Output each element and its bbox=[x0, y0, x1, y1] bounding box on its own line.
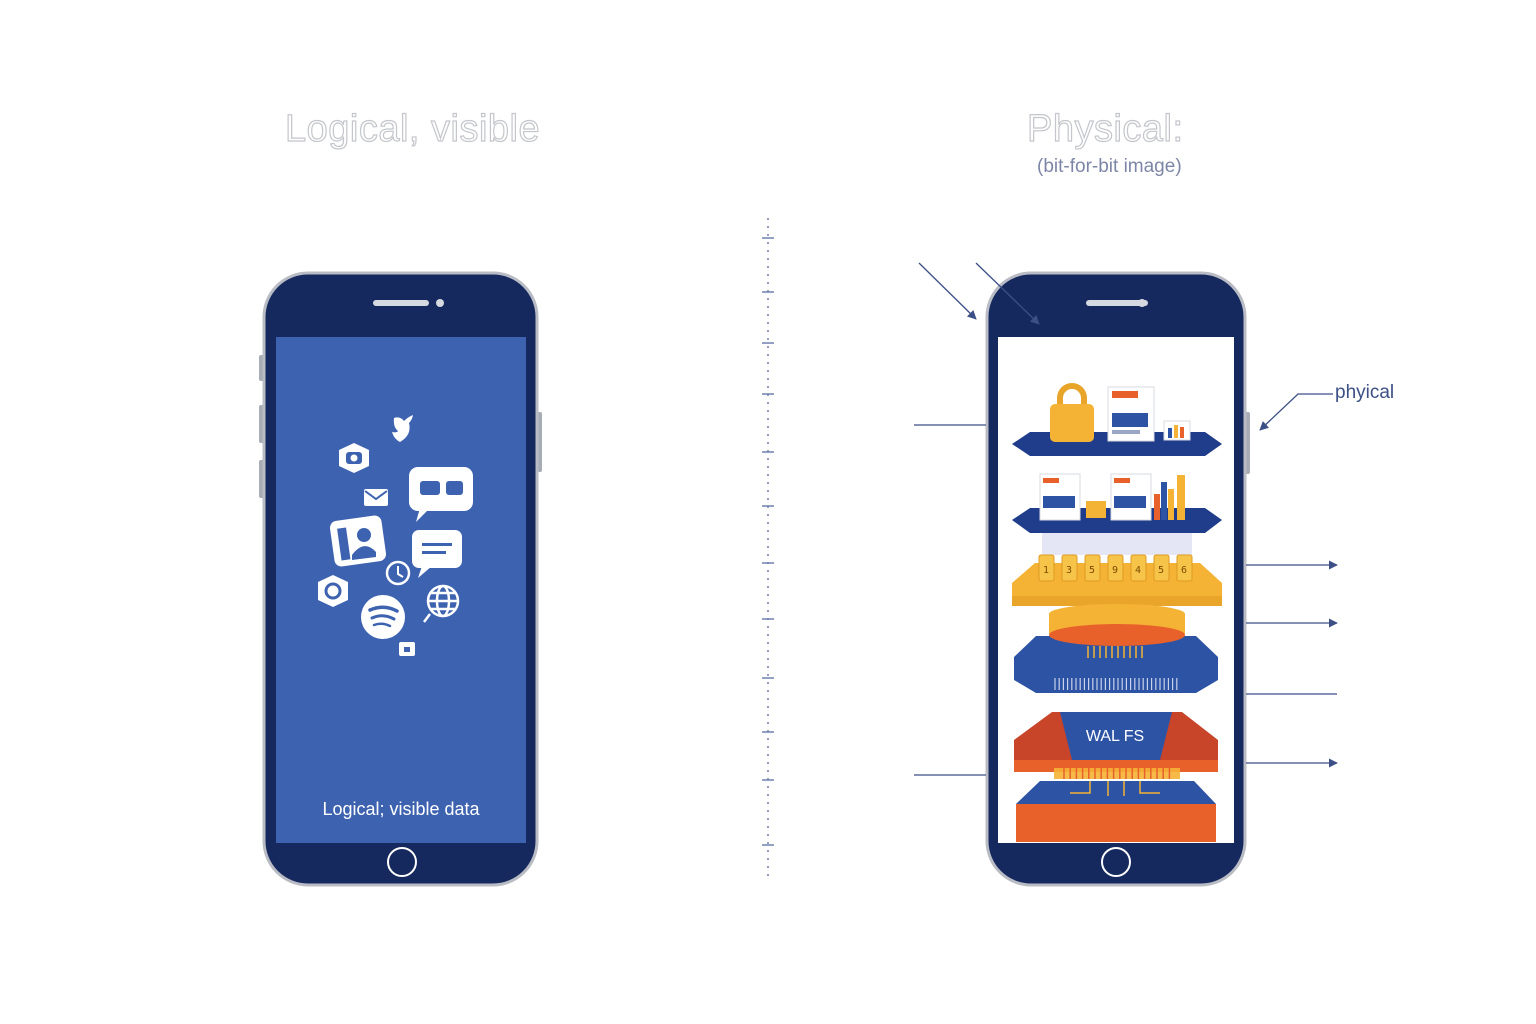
storage-layer-files bbox=[1012, 383, 1222, 456]
lock-icon bbox=[1050, 383, 1094, 442]
phone-speaker bbox=[1086, 300, 1148, 306]
physical-subtitle: (bit-for-bit image) bbox=[1037, 156, 1182, 177]
app-icon bbox=[399, 642, 415, 656]
app-icons-cluster bbox=[318, 415, 473, 656]
physical-phone bbox=[985, 271, 1250, 887]
document-icon bbox=[1107, 386, 1155, 442]
memory-chip bbox=[1176, 554, 1193, 582]
physical-annotation: phyical bbox=[1335, 382, 1395, 403]
chip-digit: 4 bbox=[1135, 565, 1142, 576]
phone-camera bbox=[436, 299, 444, 307]
wal-pins bbox=[1063, 768, 1171, 779]
annotation-lines bbox=[914, 262, 1338, 776]
document-icon bbox=[1110, 473, 1152, 521]
wal-fs-label: WAL FS bbox=[1085, 728, 1145, 745]
chip-digit: 5 bbox=[1158, 565, 1165, 576]
logical-title: Logical, visible bbox=[284, 107, 541, 150]
message-icon bbox=[412, 530, 462, 578]
logical-screen bbox=[276, 337, 526, 843]
phone-speaker bbox=[373, 300, 429, 306]
clock-icon bbox=[385, 560, 411, 586]
storage-layer-memory bbox=[1012, 554, 1222, 606]
storage-layer-data bbox=[1012, 473, 1222, 555]
logical-screen-caption: Logical; visible data bbox=[322, 799, 480, 819]
annotation-arrow bbox=[918, 262, 977, 320]
controller-pins bbox=[1087, 646, 1143, 658]
controller-vents bbox=[1054, 678, 1178, 690]
mail-icon bbox=[364, 489, 388, 506]
memory-chips bbox=[1038, 554, 1193, 582]
home-button bbox=[387, 847, 417, 877]
spotify-icon bbox=[361, 595, 405, 639]
physical-title: Physical: bbox=[1026, 107, 1184, 150]
memory-chip bbox=[1107, 554, 1124, 582]
storage-layer-base bbox=[1016, 781, 1216, 842]
chip-digit: 3 bbox=[1066, 565, 1073, 576]
memory-chip bbox=[1038, 554, 1055, 582]
chip-digit: 1 bbox=[1043, 565, 1050, 576]
home-button bbox=[1101, 847, 1131, 877]
logical-phone bbox=[259, 271, 542, 887]
settings-icon bbox=[318, 575, 348, 607]
bar-chart-icon bbox=[1154, 475, 1185, 520]
chat-icon bbox=[409, 467, 473, 522]
storage-layer-controller bbox=[1014, 604, 1218, 693]
divider-ticks bbox=[762, 237, 774, 846]
annotation-arrow bbox=[975, 262, 1040, 325]
divider bbox=[762, 218, 774, 878]
phone-camera bbox=[1138, 299, 1146, 307]
chip-digit: 9 bbox=[1112, 565, 1119, 576]
memory-chip bbox=[1153, 554, 1170, 582]
memory-chip bbox=[1084, 554, 1101, 582]
chip-icon bbox=[1086, 501, 1106, 518]
document-icon bbox=[1039, 473, 1081, 521]
globe-icon bbox=[423, 584, 460, 623]
contact-icon bbox=[329, 515, 387, 567]
annotation-arrow-physical bbox=[1259, 393, 1333, 431]
memory-chip bbox=[1130, 554, 1147, 582]
chip-digit: 5 bbox=[1089, 565, 1096, 576]
twitter-icon bbox=[392, 415, 413, 442]
chip-digit: 6 bbox=[1181, 565, 1188, 576]
storage-layer-wal-fs bbox=[1014, 712, 1218, 779]
camera-icon bbox=[339, 443, 369, 473]
memory-chip bbox=[1061, 554, 1078, 582]
bar-chart-icon bbox=[1163, 420, 1191, 441]
